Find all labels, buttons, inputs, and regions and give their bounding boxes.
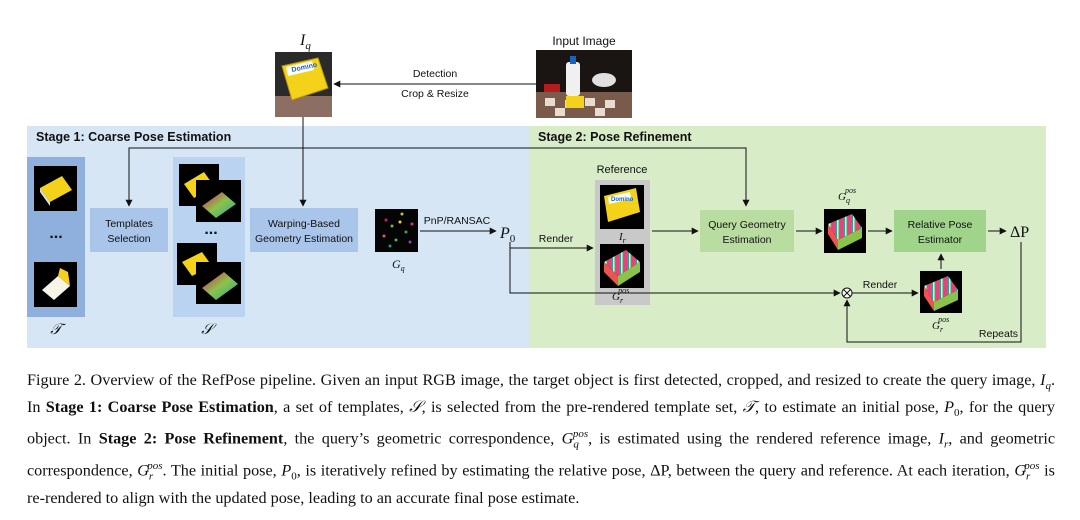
- iq-label: Iq: [299, 32, 311, 52]
- grpos-label: Grpos: [612, 286, 629, 305]
- gq-image: [375, 209, 418, 252]
- render2-label: Render: [863, 279, 898, 291]
- template-ellipsis: ...: [49, 225, 62, 242]
- svg-text:Selection: Selection: [107, 233, 150, 245]
- input-image-label: Input Image: [552, 34, 616, 48]
- warping-geometry-box: [250, 208, 358, 252]
- iq-to-query-geometry-arrow: [303, 147, 750, 207]
- repeats-loop: [843, 242, 1022, 343]
- repeats-label: Repeats: [979, 328, 1018, 340]
- gqpos-label: Gqpos: [838, 186, 856, 205]
- detection-label: Detection: [413, 68, 458, 80]
- svg-text:Estimator: Estimator: [918, 234, 963, 246]
- svg-text:Geometry Estimation: Geometry Estimation: [255, 233, 353, 245]
- ir-label: Ir: [618, 231, 627, 245]
- selected-ellipsis: ...: [204, 221, 217, 238]
- stage2-title: Stage 2: Pose Refinement: [538, 130, 692, 144]
- figure-caption: Figure 2. Overview of the RefPose pipeli…: [27, 371, 1056, 507]
- p0-to-otimes-line: [509, 248, 841, 297]
- relative-pose-label: Relative Pose: [908, 219, 973, 231]
- pnp-label: PnP/RANSAC: [424, 215, 491, 227]
- templates-selection-box: [90, 208, 168, 252]
- templates-selection-label: Templates: [105, 218, 153, 230]
- crop-resize-label: Crop & Resize: [401, 88, 469, 100]
- delta-p-label: ΔP: [1010, 224, 1029, 241]
- query-geometry-box: [700, 210, 794, 252]
- svg-text:Domino: Domino: [611, 197, 634, 203]
- query-geometry-label: Query Geometry: [708, 219, 786, 231]
- input-image: [536, 50, 632, 118]
- svg-text:Estimation: Estimation: [722, 234, 771, 246]
- rerendered-grpos-label: Grpos: [932, 315, 949, 334]
- warping-geometry-label: Warping-Based: [268, 218, 340, 230]
- relative-pose-box: [894, 210, 986, 252]
- pipeline-diagram: Stage 1: Coarse Pose Estimation Stage 2:…: [27, 32, 1046, 348]
- iq-to-templates-arrow: [125, 147, 303, 207]
- reference-label: Reference: [597, 164, 648, 176]
- query-image-iq: Domino: [275, 52, 332, 117]
- stage1-title: Stage 1: Coarse Pose Estimation: [36, 130, 231, 144]
- render-label: Render: [539, 233, 574, 245]
- gq-label: Gq: [392, 257, 405, 273]
- p0-label: P0: [499, 225, 516, 245]
